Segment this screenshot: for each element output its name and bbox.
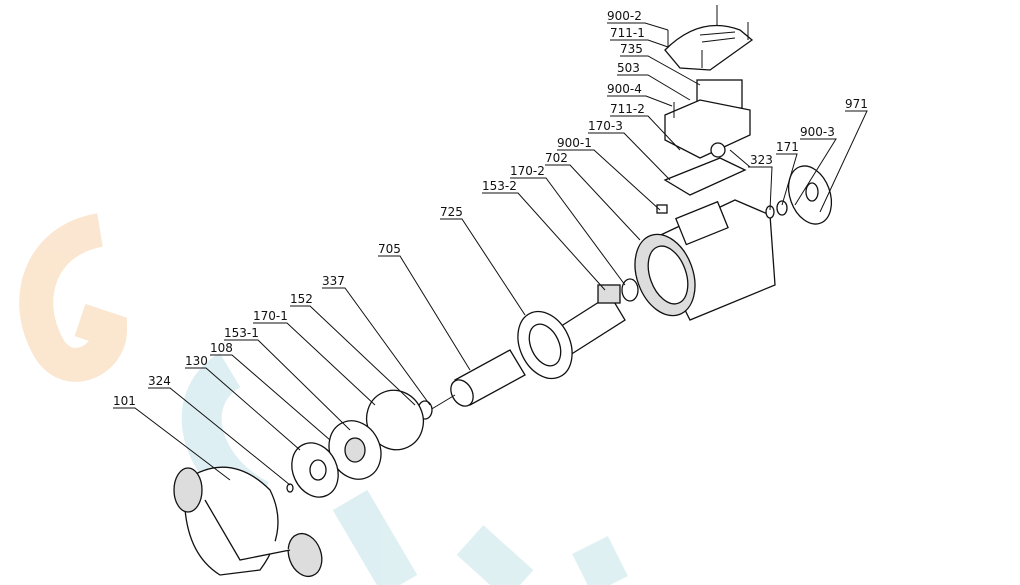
label-101: 101 xyxy=(113,394,136,408)
gasket-170-3 xyxy=(663,157,747,196)
label-108: 108 xyxy=(210,341,233,355)
label-702: 702 xyxy=(545,151,568,165)
label-711-2: 711-2 xyxy=(610,102,645,116)
label-171: 171 xyxy=(776,140,799,154)
motor-housing xyxy=(634,199,776,321)
label-153-1: 153-1 xyxy=(224,326,259,340)
label-153-2: 153-2 xyxy=(482,179,517,193)
label-170-3: 170-3 xyxy=(588,119,623,133)
terminal-box-cover xyxy=(664,5,754,71)
rotor-shaft xyxy=(429,284,626,411)
label-337: 337 xyxy=(322,274,345,288)
stator-sleeve-ring xyxy=(517,278,639,380)
label-900-3: 900-3 xyxy=(800,125,835,139)
label-323: 323 xyxy=(750,153,773,167)
label-170-1: 170-1 xyxy=(253,309,288,323)
label-725: 725 xyxy=(440,205,463,219)
label-971: 971 xyxy=(845,97,868,111)
label-152: 152 xyxy=(290,292,313,306)
label-711-1: 711-1 xyxy=(610,26,645,40)
leader-lines xyxy=(113,22,868,486)
label-735: 735 xyxy=(620,42,643,56)
pump-casing xyxy=(173,466,323,578)
label-503: 503 xyxy=(617,61,640,75)
label-705: 705 xyxy=(378,242,401,256)
label-130: 130 xyxy=(185,354,208,368)
label-900-2: 900-2 xyxy=(607,9,642,23)
label-324: 324 xyxy=(148,374,171,388)
label-170-2: 170-2 xyxy=(510,164,545,178)
label-900-1: 900-1 xyxy=(557,136,592,150)
front-seals-plates xyxy=(286,389,433,498)
label-900-4: 900-4 xyxy=(607,82,642,96)
terminal-box xyxy=(664,79,751,159)
